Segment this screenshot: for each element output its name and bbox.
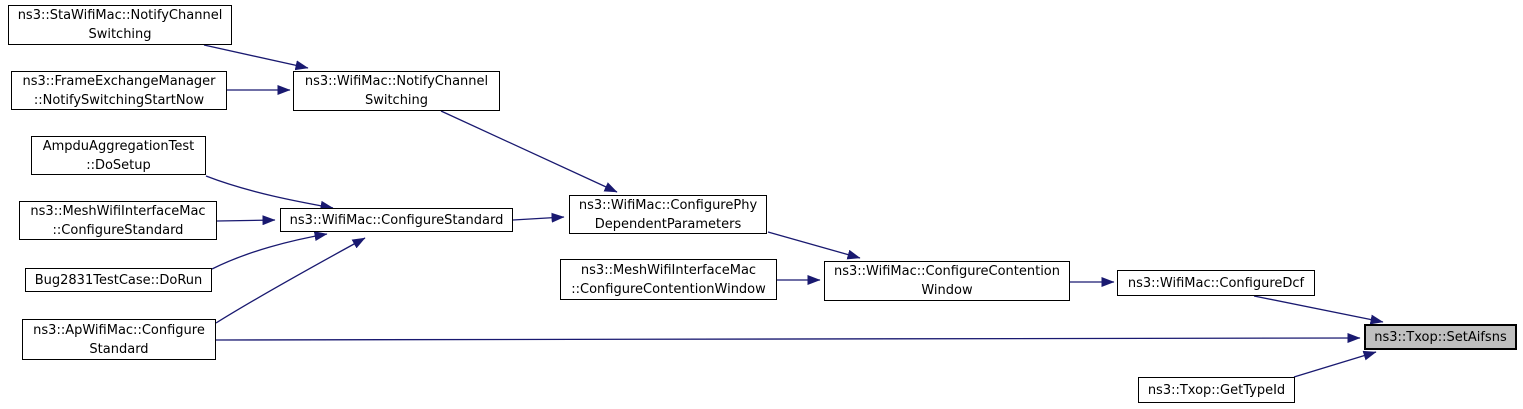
node-ampdu-aggregation-test-do-setup[interactable]: AmpduAggregationTest ::DoSetup — [31, 136, 206, 175]
node-frame-exchange-manager-notify-switching-start-now[interactable]: ns3::FrameExchangeManager ::NotifySwitch… — [11, 71, 227, 110]
edge-configure-dcf-to-set-aifsns — [1253, 295, 1384, 325]
node-wifimac-configure-phy-dependent-parameters[interactable]: ns3::WifiMac::ConfigurePhy DependentPara… — [569, 195, 767, 234]
edge-configure-standard-to-configure-phy — [512, 212, 565, 223]
node-mesh-wifi-interface-mac-configure-standard[interactable]: ns3::MeshWifiInterfaceMac ::ConfigureSta… — [19, 201, 217, 240]
edge-apwifimac-to-configure-standard — [215, 237, 366, 324]
node-txop-get-typeid[interactable]: ns3::Txop::GetTypeId — [1138, 377, 1295, 403]
edge-wifimac-notify-to-configure-phy — [440, 110, 618, 193]
edge-configure-phy-to-configure-contention-window — [767, 231, 861, 260]
node-sta-wifimac-notify-channel-switching[interactable]: ns3::StaWifiMac::NotifyChannel Switching — [8, 5, 232, 45]
node-wifimac-configure-dcf[interactable]: ns3::WifiMac::ConfigureDcf — [1117, 270, 1315, 296]
edge-mesh-configure-standard-to-configure-standard — [216, 215, 276, 226]
edge-ampdu-to-configure-standard — [205, 175, 334, 211]
node-wifimac-notify-channel-switching[interactable]: ns3::WifiMac::NotifyChannel Switching — [293, 71, 500, 111]
node-bug2831-test-case-do-run[interactable]: Bug2831TestCase::DoRun — [25, 268, 212, 292]
node-wifimac-configure-contention-window[interactable]: ns3::WifiMac::ConfigureContention Window — [824, 261, 1070, 301]
node-wifimac-configure-standard[interactable]: ns3::WifiMac::ConfigureStandard — [280, 208, 513, 232]
edge-bug2831-to-configure-standard — [211, 231, 328, 270]
edge-sta-notify-to-wifimac-notify — [203, 44, 309, 71]
edge-apwifimac-to-set-aifsns — [215, 333, 1361, 344]
node-txop-set-aifsns[interactable]: ns3::Txop::SetAifsns — [1364, 324, 1517, 350]
edge-get-typeid-to-set-aifsns — [1293, 350, 1377, 378]
node-ap-wifimac-configure-standard[interactable]: ns3::ApWifiMac::Configure Standard — [22, 319, 216, 360]
node-mesh-wifi-interface-mac-configure-contention-window[interactable]: ns3::MeshWifiInterfaceMac ::ConfigureCon… — [560, 259, 777, 300]
